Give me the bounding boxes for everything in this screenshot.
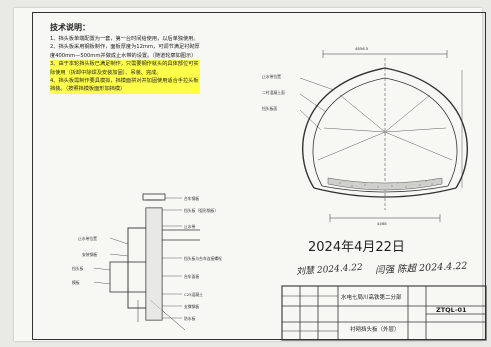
handwritten-date: 2024年4月22日 <box>308 240 405 255</box>
technical-notes: 技术说明： 1、挡头板单端配置为一套，第一台时间给使用，以后单独使用。 2、挡头… <box>50 22 200 94</box>
tunnel-label-3: 挡头板面 <box>262 106 278 111</box>
invert-dots <box>339 180 433 188</box>
section-label-5: 安装钢板 <box>82 252 98 257</box>
note-item-1: 1、挡头板单端配置为一套，第一台时间给使用，以后单独使用。 <box>50 36 199 42</box>
drawing-frame <box>32 12 486 340</box>
title-block <box>281 285 487 341</box>
tunnel-label-1: 止水带位置 <box>262 74 281 79</box>
tunnel-profile <box>299 50 468 222</box>
note-item-2: 2、挡头板采用钢板制作，面板厚度为12mm，可调节满足衬砌厚度400mm—500… <box>50 44 200 59</box>
section-label-1: 台车钢板 <box>184 196 200 201</box>
note-item-3: 3、由于本轮挡头板已满足制作，只需要钢作就头的具体部位可实际使用（拆卸中除焊及安… <box>50 60 200 78</box>
invert-fill <box>327 177 443 191</box>
dim-top: 4856.5 <box>355 46 369 51</box>
notes-title: 技术说明： <box>50 23 90 32</box>
tunnel-label-2: 二衬混凝土面 <box>262 90 285 95</box>
formwork-plate <box>146 208 162 320</box>
drawing-name: 衬砌挡头板（外层） <box>350 327 400 333</box>
section-label-11: 支撑钢板 <box>184 304 200 309</box>
note-item-4: 4、挡头板需制作要具模拟，挡模面拼对并加固使用适合手拉头板挡装。（按照挡模板面形… <box>50 77 200 94</box>
section-label-9: 模板 <box>72 280 80 285</box>
section-label-12: 防水板 <box>184 316 196 321</box>
section-label-6: 挡头板与台车连接螺栓 <box>184 256 222 261</box>
project-name: 水电七局川高铁第二分部 <box>341 295 402 301</box>
section-label-4: 止水带位置 <box>78 236 97 241</box>
drawing-number: ZTQL-01 <box>436 306 467 314</box>
section-label-10: C25混凝土 <box>184 292 203 297</box>
section-label-8: 挡头板 <box>72 266 84 271</box>
section-label-7: 台车面板 <box>184 274 200 279</box>
dim-bottom: 4468 <box>377 221 387 226</box>
section-label-3: 止水带 <box>184 224 196 229</box>
section-label-2: 挡头板（弧形钢板） <box>184 208 219 213</box>
